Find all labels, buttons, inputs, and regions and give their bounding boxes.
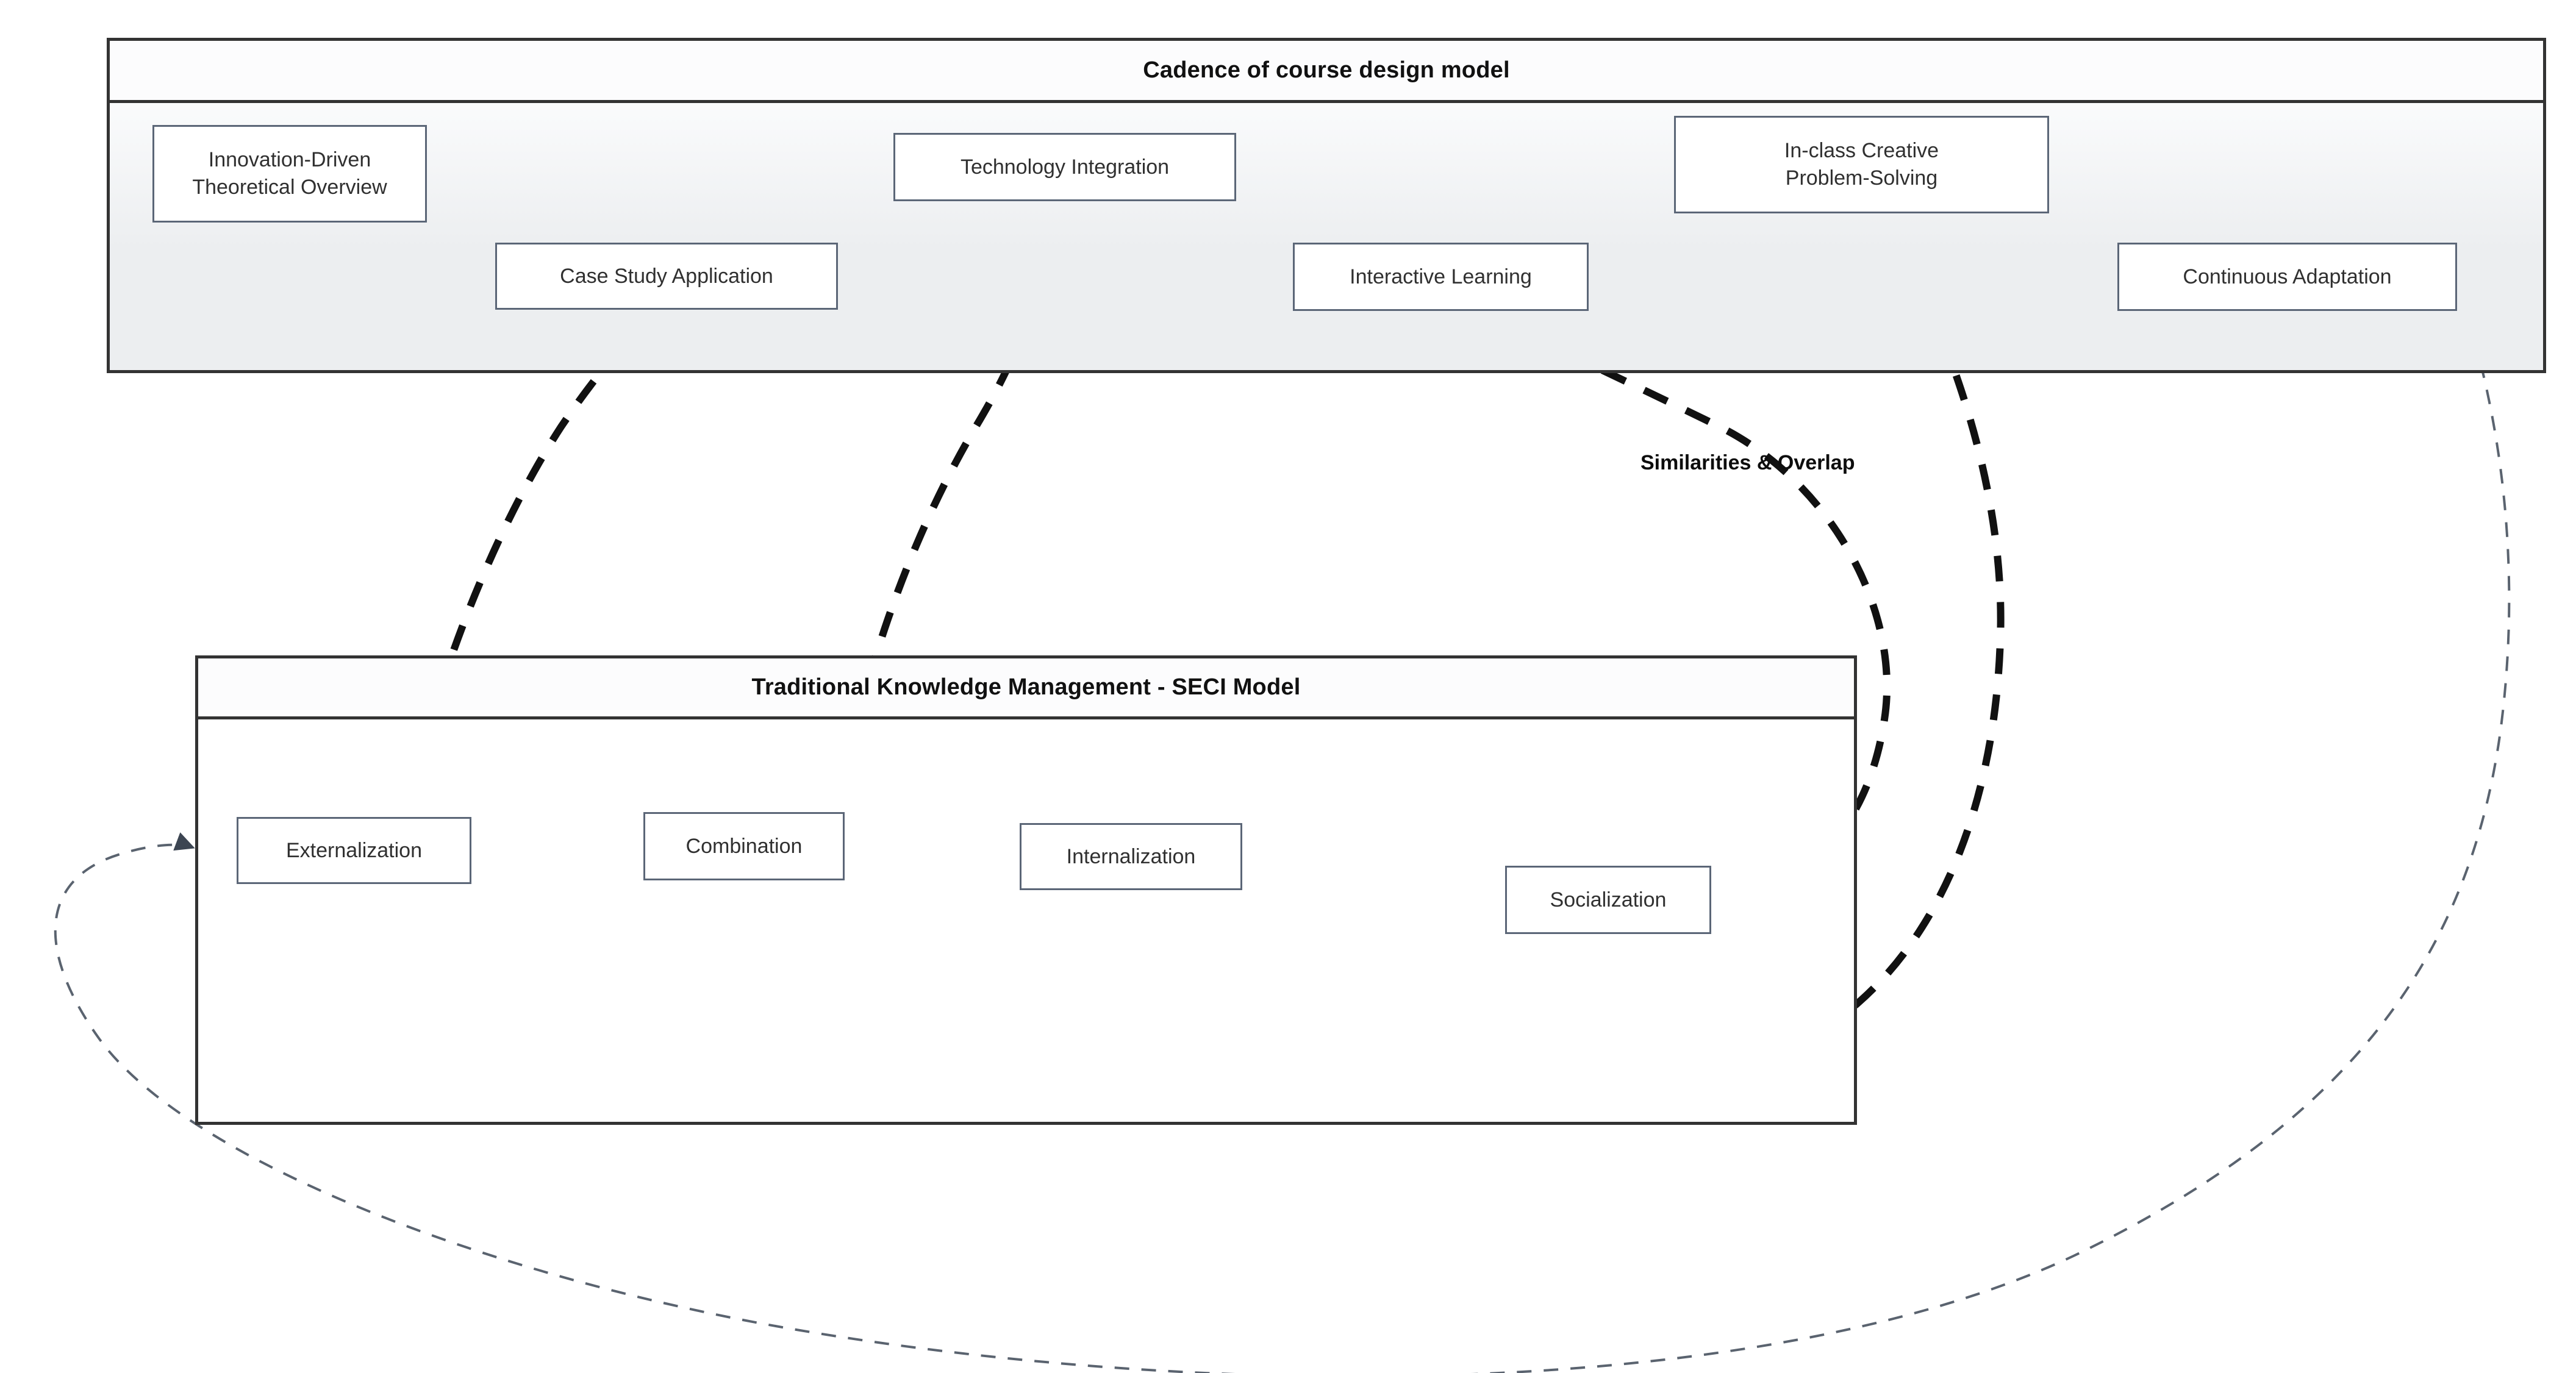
panel-cadence-titlebar: Cadence of course design model [110, 41, 2543, 103]
node-in-class-creative-problem-solving[interactable]: In-class Creative Problem-Solving [1674, 116, 2049, 213]
node-case-study-application[interactable]: Case Study Application [495, 243, 838, 310]
panel-cadence-title: Cadence of course design model [1143, 57, 1510, 83]
node-innovation-driven-theoretical-overview[interactable]: Innovation-Driven Theoretical Overview [152, 125, 427, 223]
panel-cadence-body [110, 103, 2543, 370]
node-internalization[interactable]: Internalization [1020, 823, 1242, 890]
panel-seci-title: Traditional Knowledge Management - SECI … [751, 674, 1301, 700]
panel-seci-titlebar: Traditional Knowledge Management - SECI … [198, 658, 1854, 719]
panel-cadence-of-course-design: Cadence of course design model [107, 38, 2546, 373]
node-interactive-learning[interactable]: Interactive Learning [1293, 243, 1589, 311]
node-technology-integration[interactable]: Technology Integration [893, 133, 1236, 201]
node-combination[interactable]: Combination [643, 812, 845, 880]
node-externalization[interactable]: Externalization [237, 817, 471, 884]
label-similarities-and-overlap: Similarities & Overlap [1640, 451, 1855, 474]
node-continuous-adaptation[interactable]: Continuous Adaptation [2117, 243, 2457, 311]
node-socialization[interactable]: Socialization [1505, 866, 1711, 934]
